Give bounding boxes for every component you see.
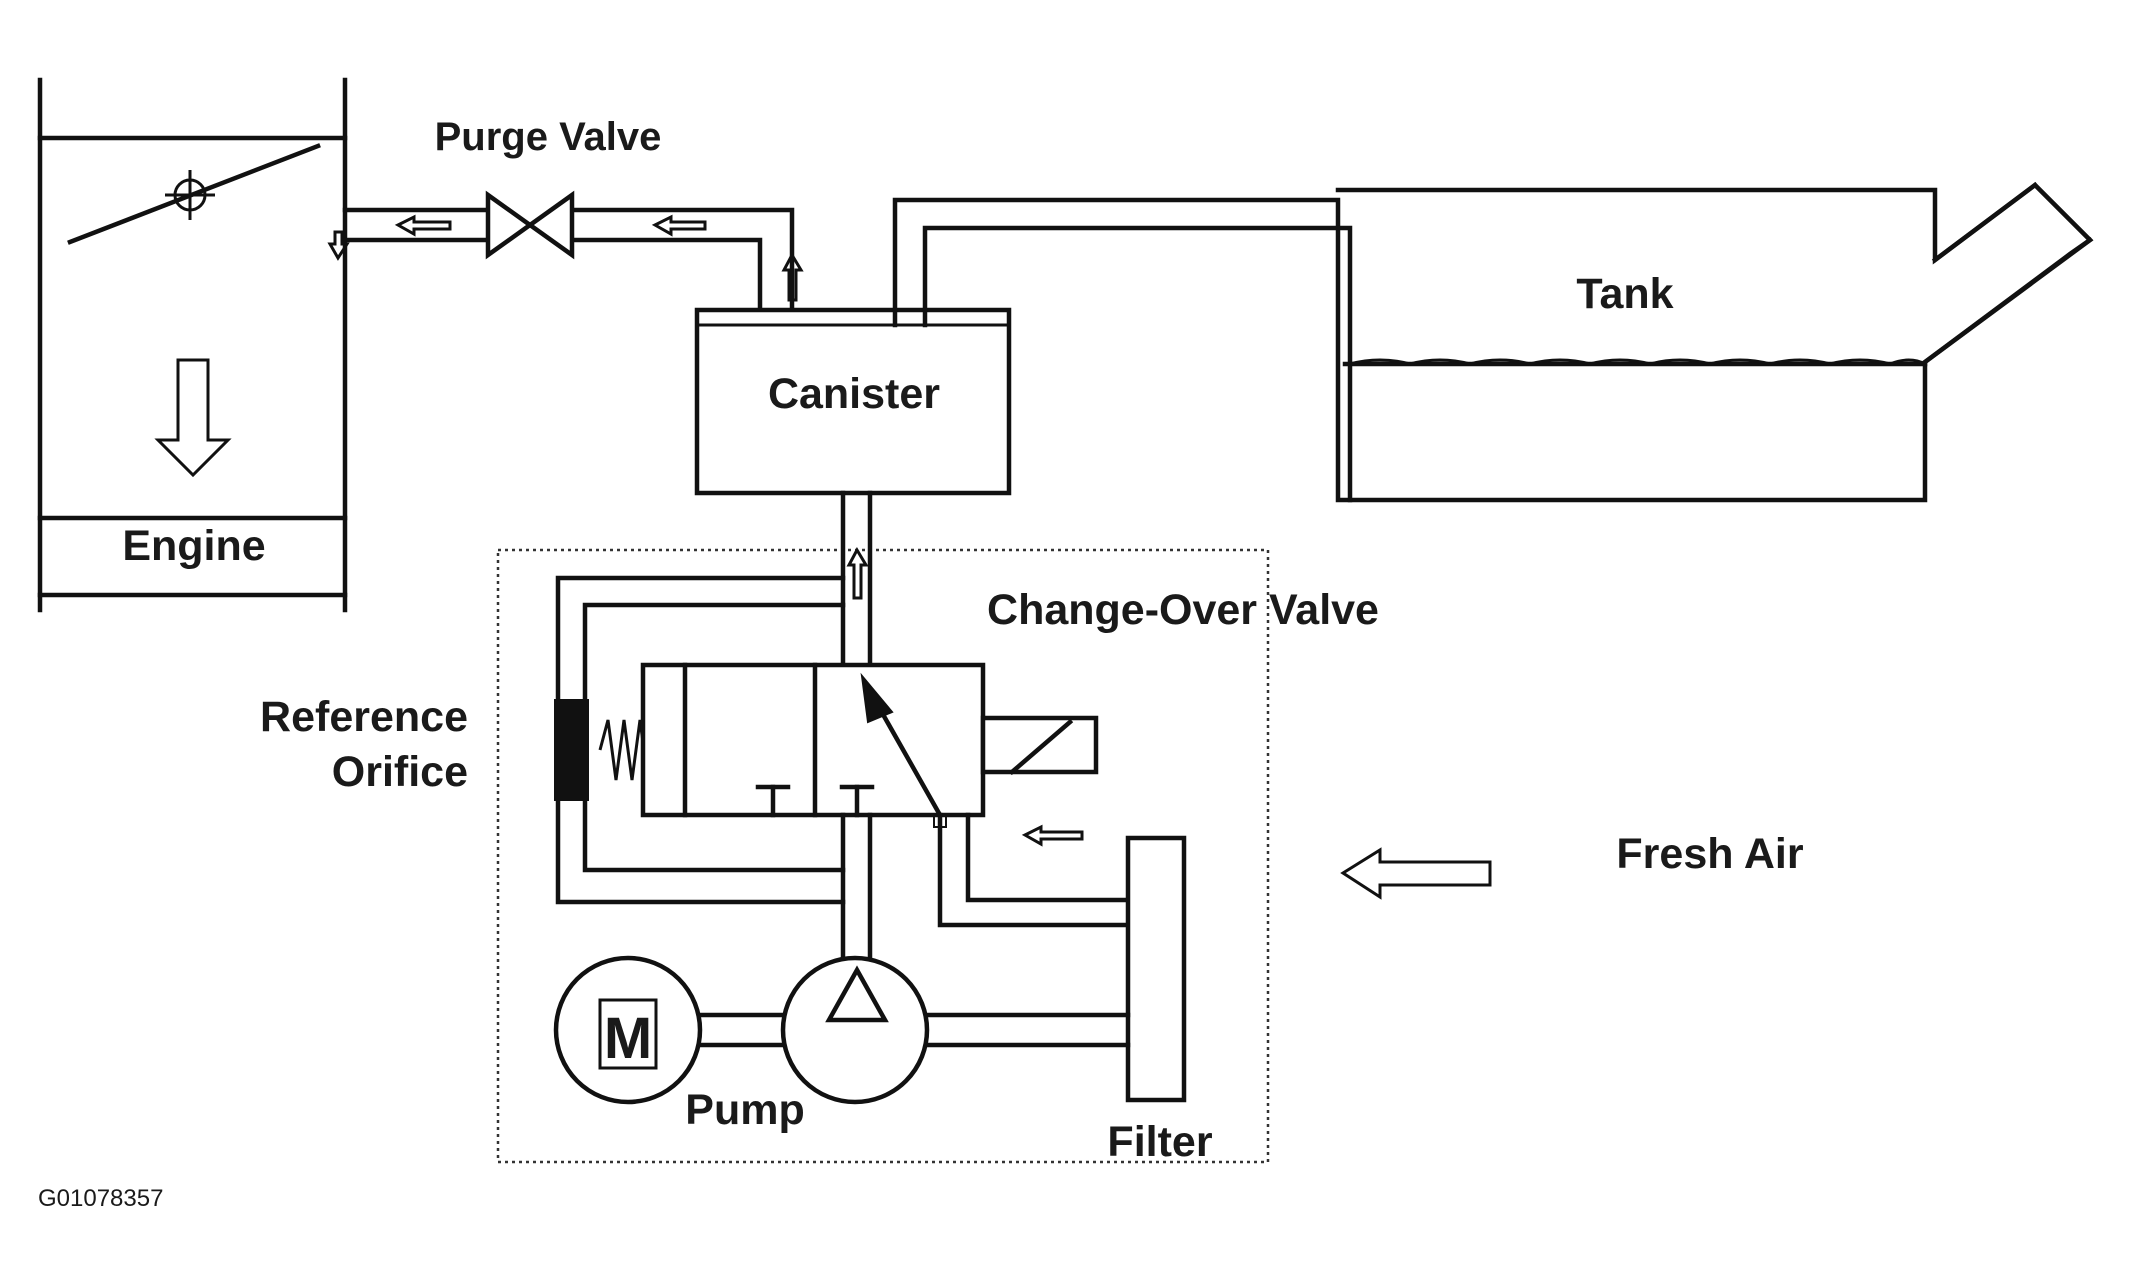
fresh-air-small-arrow-icon xyxy=(1021,824,1084,847)
purge-valve-symbol xyxy=(485,190,575,260)
pump-triangle-icon xyxy=(825,965,889,1023)
reference-orifice-label-line2: Orifice xyxy=(332,748,468,796)
intake-flow-arrow-icon xyxy=(154,358,232,478)
purge-flow-arrow-icon xyxy=(394,214,452,237)
pump-label: Pump xyxy=(685,1086,804,1134)
pump-assembly: M xyxy=(553,955,1131,1105)
figure-code: G01078357 xyxy=(38,1185,163,1212)
pump-icon xyxy=(780,955,930,1105)
purge-valve-label: Purge Valve xyxy=(435,115,662,159)
canister xyxy=(694,307,1012,496)
filter-label: Filter xyxy=(1107,1118,1212,1166)
motor-symbol: M xyxy=(604,1006,652,1071)
engine-label: Engine xyxy=(122,522,265,570)
leak-detection-module-outline xyxy=(496,548,1270,1164)
tank-label: Tank xyxy=(1576,270,1673,318)
engine-block xyxy=(37,77,348,613)
canister-label: Canister xyxy=(768,370,940,418)
purge-flow-arrow-icon xyxy=(651,214,707,237)
canister-vent-line xyxy=(840,490,873,668)
vent-flow-arrow-icon xyxy=(846,546,869,600)
purge-line xyxy=(327,207,804,313)
solenoid-icon xyxy=(980,715,1099,775)
valve-to-pump-lines xyxy=(840,812,1131,963)
fresh-air-arrow-icon xyxy=(1340,847,1492,900)
reference-orifice-label-line1: Reference xyxy=(260,693,468,741)
canister-outlet-arrow-icon xyxy=(781,251,804,302)
engine-inlet-arrow-icon xyxy=(327,230,350,261)
filter-icon xyxy=(1125,835,1187,1103)
change-over-valve-body xyxy=(640,662,1099,828)
change-over-valve-label: Change-Over Valve xyxy=(987,586,1379,634)
valve-flow-arrow-icon xyxy=(860,672,894,724)
fresh-air-label: Fresh Air xyxy=(1616,830,1803,878)
fuel-tank xyxy=(892,181,2094,503)
reference-orifice-loop xyxy=(554,575,846,905)
